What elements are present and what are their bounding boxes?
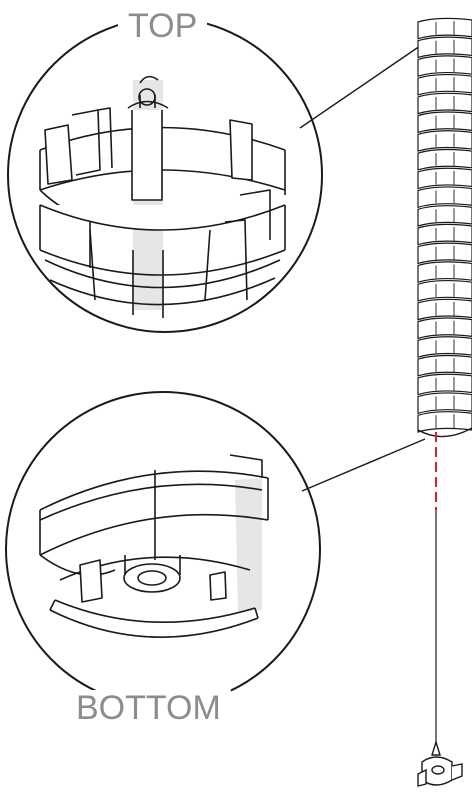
spine-segment-clip bbox=[435, 245, 455, 260]
spine-bottom-edge bbox=[417, 427, 472, 438]
spine-segment bbox=[417, 167, 472, 190]
top-leader-line bbox=[299, 45, 421, 129]
spine-segment-clip bbox=[435, 301, 455, 316]
bottom-leader-line bbox=[301, 438, 426, 492]
spine-segment bbox=[417, 92, 472, 115]
spine-segment-clip bbox=[435, 376, 455, 391]
spine-segment bbox=[417, 392, 472, 415]
spine-segment-clip bbox=[435, 339, 455, 354]
spine-segment-clip bbox=[435, 414, 455, 428]
spine-segment bbox=[417, 373, 472, 396]
spine-segment bbox=[417, 55, 472, 77]
spine-segment bbox=[417, 261, 472, 283]
top-detail-icon bbox=[39, 75, 286, 318]
spine-segment bbox=[417, 354, 472, 377]
spine-segment bbox=[417, 36, 472, 59]
spine-segment-clip bbox=[435, 264, 455, 279]
floor-mount-base-icon bbox=[417, 739, 463, 787]
spine-segment-clip bbox=[435, 358, 455, 372]
spine-segment-clip bbox=[435, 95, 455, 110]
spine-segment bbox=[417, 111, 472, 134]
bottom-label: BOTTOM bbox=[66, 690, 231, 726]
spine-segment-clip bbox=[435, 395, 455, 410]
top-detail-callout bbox=[7, 17, 323, 333]
spine-segment bbox=[417, 186, 472, 209]
spine-segment bbox=[417, 223, 472, 246]
spine-segment-clip bbox=[435, 133, 455, 148]
spine-segment bbox=[417, 205, 472, 227]
spine-segment bbox=[417, 336, 472, 358]
spine-segment-clip bbox=[435, 58, 455, 73]
bottom-detail-icon bbox=[39, 454, 269, 638]
top-label: TOP bbox=[118, 8, 208, 44]
spine-segment bbox=[417, 130, 472, 152]
spine-segment bbox=[417, 317, 472, 340]
spine-segment bbox=[417, 148, 472, 171]
spine-segment bbox=[417, 298, 472, 321]
spine-icon bbox=[417, 17, 472, 438]
spine-segment-clip bbox=[435, 77, 455, 91]
spine-segment-clip bbox=[435, 320, 455, 335]
spine-segment-clip bbox=[435, 21, 455, 35]
spine-segment-clip bbox=[435, 283, 455, 297]
spine-segment bbox=[417, 17, 472, 40]
spine-segment-clip bbox=[435, 152, 455, 166]
spine-segment-clip bbox=[435, 170, 455, 185]
spine-segment bbox=[417, 279, 472, 302]
spine-segment bbox=[417, 242, 472, 265]
spine-segment-clip bbox=[435, 189, 455, 204]
spine-segment bbox=[417, 411, 472, 433]
spine-segment-clip bbox=[435, 114, 455, 129]
spine-segment bbox=[417, 73, 472, 96]
spine-segment-clip bbox=[435, 39, 455, 54]
bottom-detail-callout bbox=[5, 391, 321, 707]
spine-segment-clip bbox=[435, 227, 455, 241]
spine-segment-clip bbox=[435, 208, 455, 222]
